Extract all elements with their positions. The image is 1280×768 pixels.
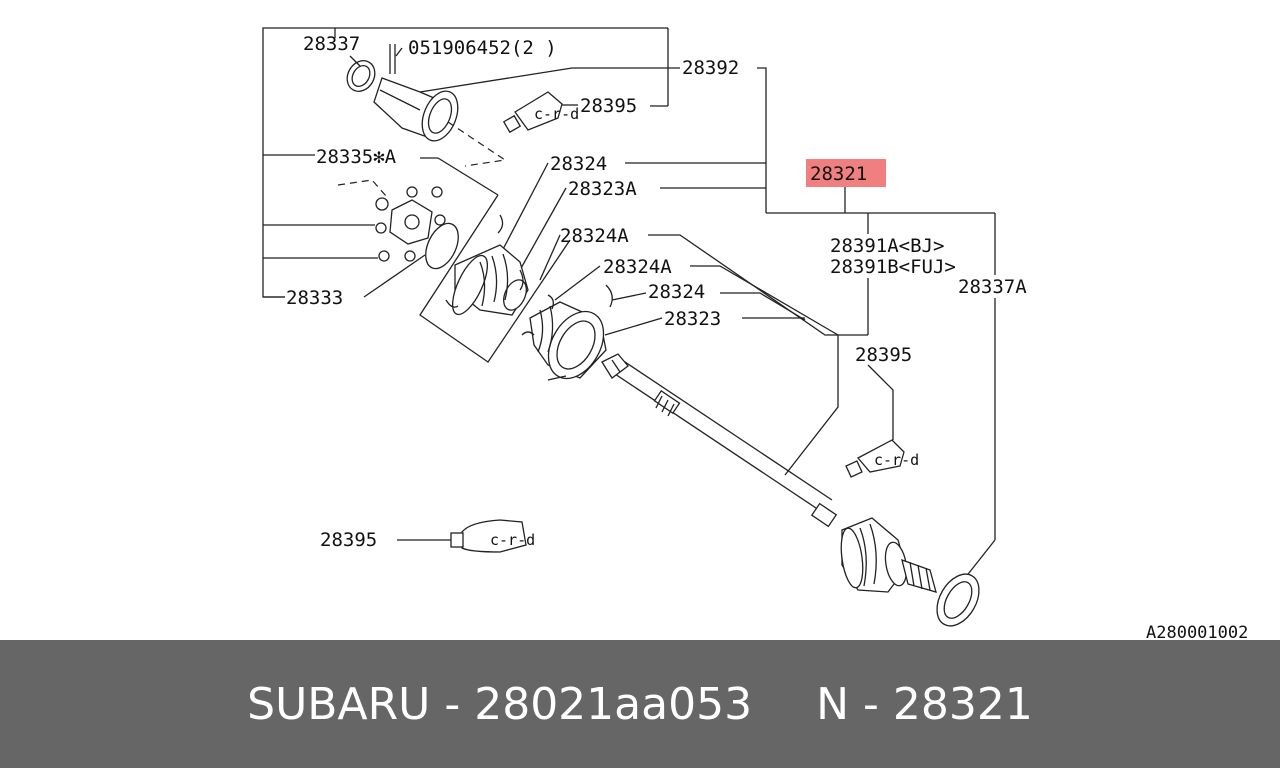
label-28324a-1[interactable]: 28324A bbox=[560, 225, 629, 247]
diagram-number: N - 28321 bbox=[816, 678, 1033, 730]
label-28395-bottom[interactable]: 28395 bbox=[320, 529, 377, 551]
label-28323a[interactable]: 28323A bbox=[568, 178, 637, 200]
parts-diagram: c-r-d bbox=[262, 27, 1248, 640]
reference-code: A280001002 bbox=[1146, 623, 1248, 640]
caption-bar: SUBARU - 28021aa053 N - 28321 bbox=[0, 640, 1280, 768]
highlight-box bbox=[806, 159, 886, 187]
label-28392[interactable]: 28392 bbox=[682, 57, 739, 79]
label-28391b[interactable]: 28391B<FUJ> bbox=[830, 256, 956, 278]
part-labels: 28337 051906452(2 ) 28392 28395 28335✻A … bbox=[286, 33, 1248, 640]
label-28395-top[interactable]: 28395 bbox=[580, 95, 637, 117]
label-051906452[interactable]: 051906452(2 ) bbox=[408, 37, 557, 59]
svg-text:c-r-d: c-r-d bbox=[490, 531, 535, 549]
label-28324a-2[interactable]: 28324A bbox=[603, 256, 672, 278]
label-28323[interactable]: 28323 bbox=[664, 308, 721, 330]
label-28395-mid[interactable]: 28395 bbox=[855, 344, 912, 366]
leader-lines bbox=[262, 27, 996, 579]
brand-part-number: SUBARU - 28021aa053 bbox=[247, 678, 753, 730]
svg-text:c-r-d: c-r-d bbox=[874, 451, 919, 469]
label-28391a[interactable]: 28391A<BJ> bbox=[830, 235, 944, 257]
svg-text:c-r-d: c-r-d bbox=[534, 105, 579, 123]
label-28324-mid[interactable]: 28324 bbox=[648, 281, 705, 303]
label-28337[interactable]: 28337 bbox=[303, 33, 360, 55]
label-28335a[interactable]: 28335✻A bbox=[316, 146, 397, 168]
label-28321[interactable]: 28321 bbox=[810, 163, 867, 185]
label-28333[interactable]: 28333 bbox=[286, 287, 343, 309]
label-28337a[interactable]: 28337A bbox=[958, 276, 1027, 298]
label-28324-top[interactable]: 28324 bbox=[550, 153, 607, 175]
part-drawings: c-r-d bbox=[337, 44, 980, 627]
